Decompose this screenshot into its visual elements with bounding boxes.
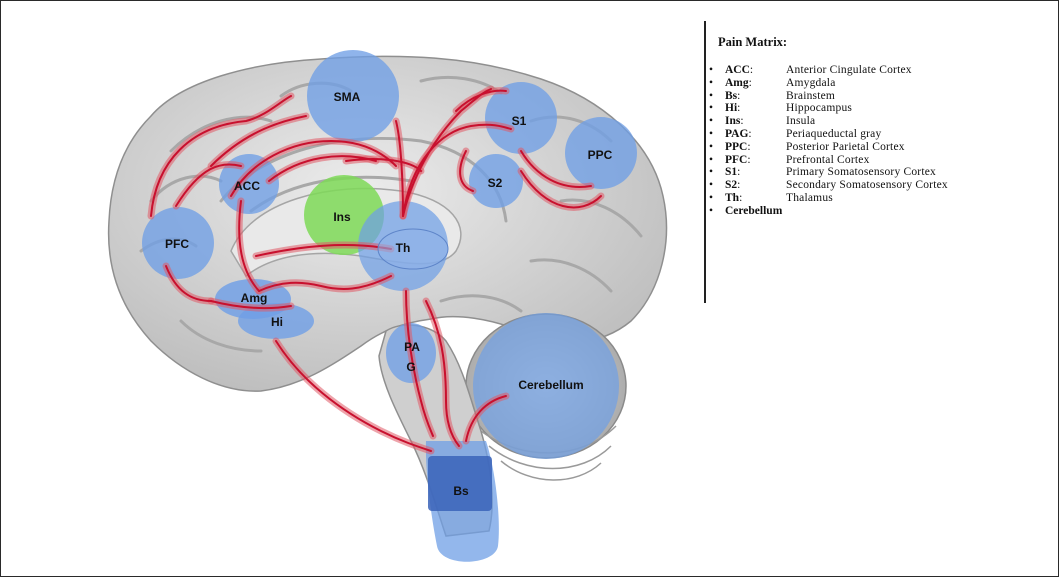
label-sma: SMA	[334, 90, 361, 104]
label-hi: Hi	[271, 315, 283, 329]
label-cerebellum: Cerebellum	[518, 378, 583, 392]
label-pag-line1: PA	[404, 340, 420, 354]
legend-desc: Amygdala	[786, 77, 836, 90]
legend-desc: Anterior Cingulate Cortex	[786, 64, 912, 77]
legend-desc: Thalamus	[786, 192, 833, 205]
label-bs: Bs	[453, 484, 469, 498]
legend-abbr: Th	[725, 192, 739, 204]
legend-item-cerebellum: • Cerebellum	[709, 205, 1039, 218]
legend-abbr: PFC	[725, 154, 747, 166]
legend-list: • ACC: Anterior Cingulate Cortex • Amg: …	[709, 64, 1039, 218]
legend-desc: Hippocampus	[786, 102, 852, 115]
label-th: Th	[396, 241, 411, 255]
legend-abbr: Ins	[725, 115, 740, 127]
legend-bullet: •	[709, 192, 713, 205]
legend-bullet: •	[709, 115, 713, 128]
label-ppc: PPC	[588, 148, 613, 162]
legend-bullet: •	[709, 205, 713, 218]
legend-abbr: PPC	[725, 141, 747, 153]
legend-desc: Brainstem	[786, 90, 835, 103]
label-s2: S2	[488, 176, 503, 190]
label-ins: Ins	[333, 210, 351, 224]
legend-item-bs: • Bs: Brainstem	[709, 90, 1039, 103]
brain-diagram: SMA S1 PPC S2 ACC Ins Th PFC Amg Hi PA G…	[1, 1, 701, 578]
legend-bullet: •	[709, 102, 713, 115]
legend-item-ppc: • PPC: Posterior Parietal Cortex	[709, 141, 1039, 154]
legend-item-s1: • S1: Primary Somatosensory Cortex	[709, 166, 1039, 179]
legend-abbr: Bs	[725, 90, 737, 102]
legend-divider	[704, 21, 706, 303]
legend-desc: Secondary Somatosensory Cortex	[786, 179, 948, 192]
legend-bullet: •	[709, 128, 713, 141]
legend-abbr: PAG	[725, 128, 748, 140]
legend-item-ins: • Ins: Insula	[709, 115, 1039, 128]
label-amg: Amg	[241, 291, 268, 305]
thalamus-lens	[378, 229, 448, 269]
label-s1: S1	[512, 114, 527, 128]
legend-item-s2: • S2: Secondary Somatosensory Cortex	[709, 179, 1039, 192]
legend-abbr: S1	[725, 166, 737, 178]
legend-abbr: Cerebellum	[725, 205, 782, 218]
legend-desc: Periaqueductal gray	[786, 128, 881, 141]
legend-abbr: S2	[725, 179, 737, 191]
legend-bullet: •	[709, 77, 713, 90]
legend-bullet: •	[709, 141, 713, 154]
legend-desc: Insula	[786, 115, 815, 128]
label-acc: ACC	[234, 179, 260, 193]
legend-title: Pain Matrix:	[718, 35, 1039, 50]
legend-desc: Primary Somatosensory Cortex	[786, 166, 936, 179]
legend-bullet: •	[709, 64, 713, 77]
legend-abbr: ACC	[725, 64, 750, 76]
legend-abbr: Hi	[725, 102, 737, 114]
legend-abbr: Amg	[725, 77, 749, 89]
legend-item-pfc: • PFC: Prefrontal Cortex	[709, 154, 1039, 167]
label-pag-line2: G	[406, 360, 415, 374]
legend-desc: Posterior Parietal Cortex	[786, 141, 905, 154]
label-pfc: PFC	[165, 237, 189, 251]
legend-item-hi: • Hi: Hippocampus	[709, 102, 1039, 115]
legend-item-th: • Th: Thalamus	[709, 192, 1039, 205]
legend-item-acc: • ACC: Anterior Cingulate Cortex	[709, 64, 1039, 77]
legend-bullet: •	[709, 179, 713, 192]
legend-panel: Pain Matrix: • ACC: Anterior Cingulate C…	[709, 35, 1039, 218]
legend-item-amg: • Amg: Amygdala	[709, 77, 1039, 90]
legend-bullet: •	[709, 166, 713, 179]
legend-desc: Prefrontal Cortex	[786, 154, 870, 167]
legend-bullet: •	[709, 154, 713, 167]
legend-bullet: •	[709, 90, 713, 103]
legend-item-pag: • PAG: Periaqueductal gray	[709, 128, 1039, 141]
